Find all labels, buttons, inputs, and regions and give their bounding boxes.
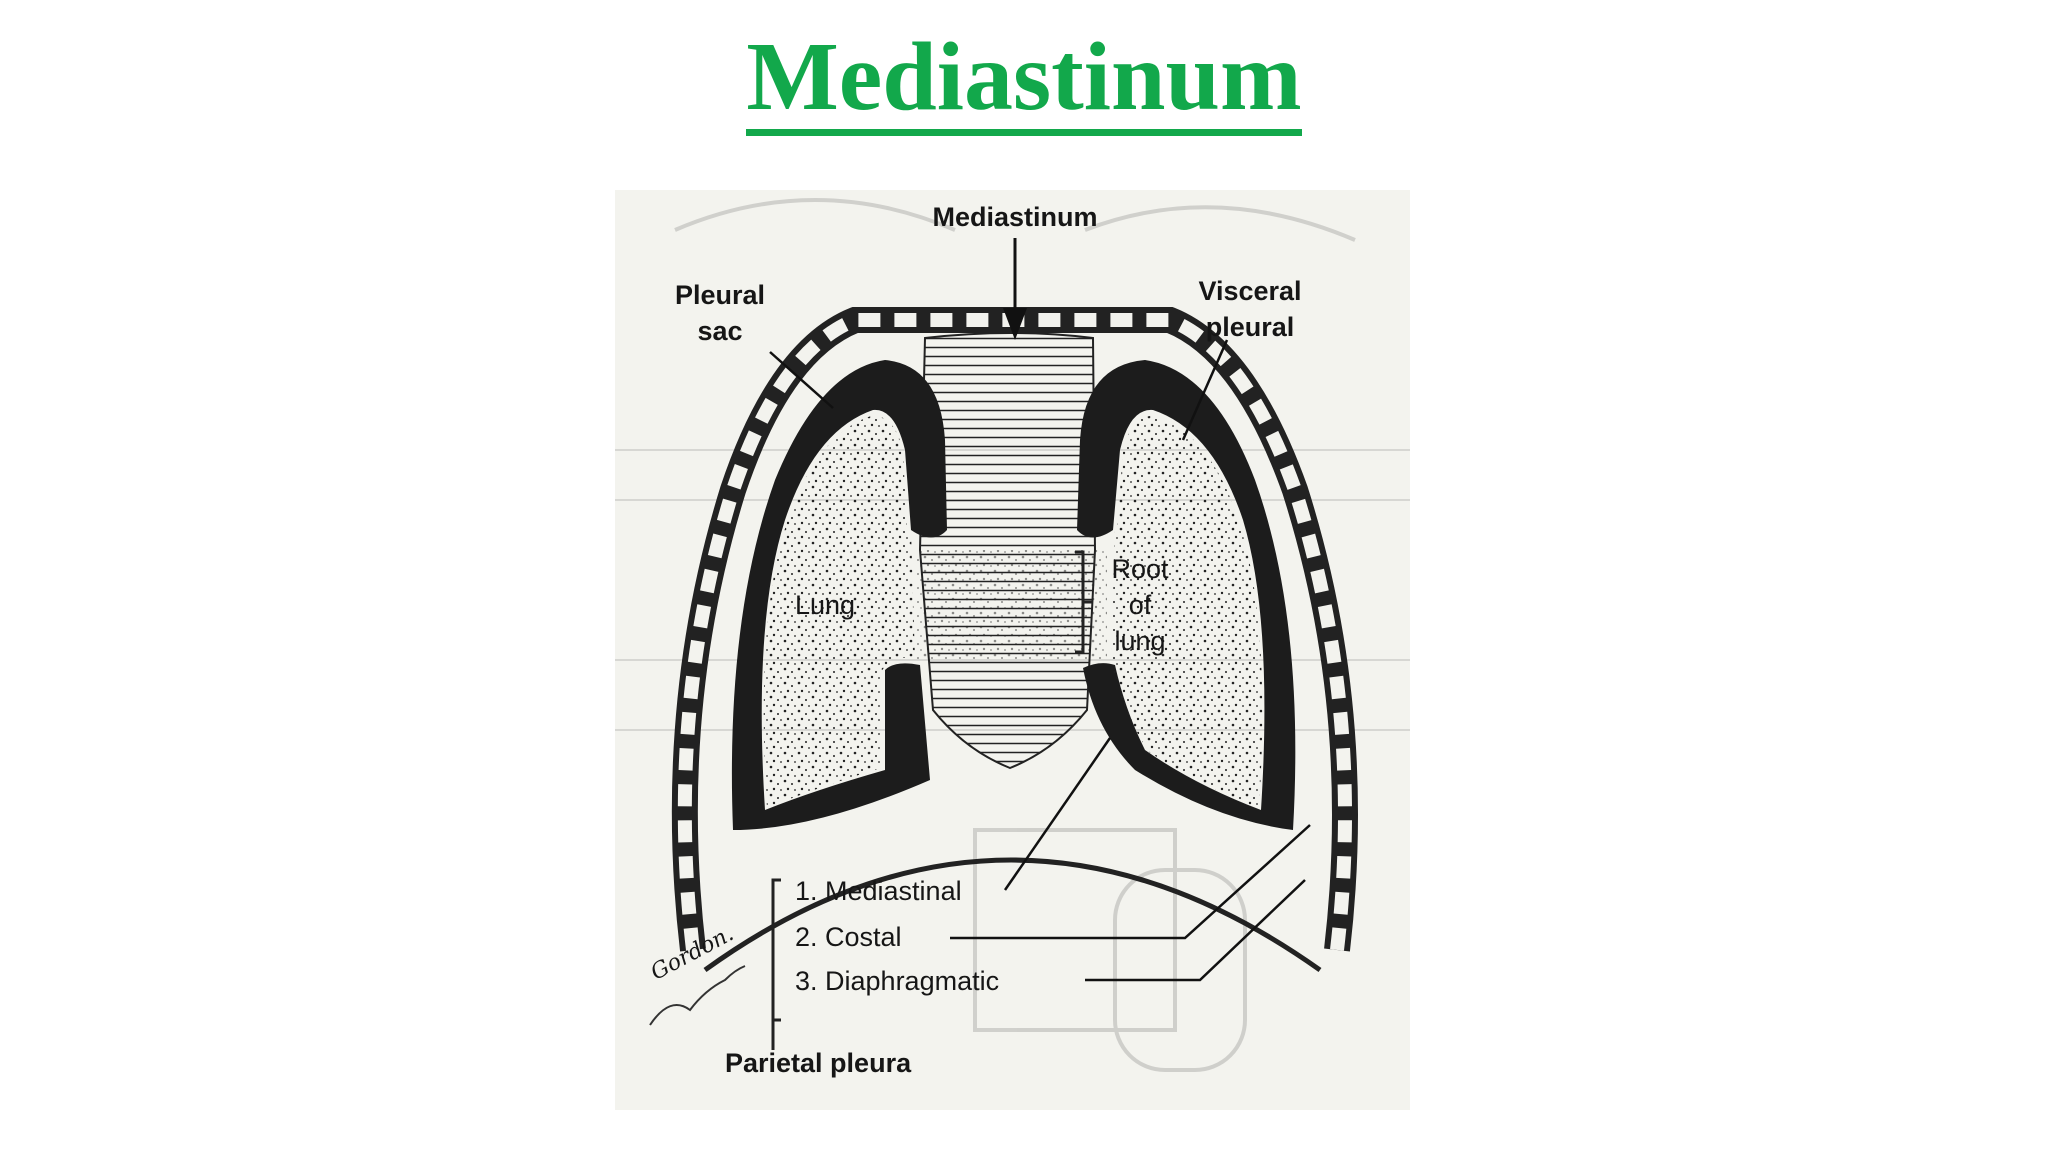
diagram-drawing (615, 198, 1410, 1072)
left-pleural-sac (731, 360, 947, 830)
root-bracket (1075, 550, 1093, 654)
root-of-lung-zone (917, 550, 1107, 660)
label-visceral-line1: Visceral (1198, 276, 1302, 306)
mediastinum-arrowhead (1003, 308, 1027, 340)
mediastinum-diagram: Mediastinum Pleural sac Visceral pleural… (615, 190, 1410, 1110)
right-pleural-sac (1077, 360, 1296, 830)
label-mediastinal: 1. Mediastinal (795, 876, 962, 906)
label-parietal-pleura: Parietal pleura (725, 1048, 912, 1078)
left-lung (763, 415, 915, 808)
label-visceral-line2: pleural (1205, 312, 1295, 342)
slide-title-text: Mediastinum (746, 25, 1302, 136)
label-lung: Lung (795, 590, 856, 620)
right-lung (1111, 415, 1263, 808)
label-root-line1: Root (1111, 554, 1169, 584)
signature-mark (649, 965, 746, 1026)
label-root-line3: lung (1114, 626, 1166, 656)
label-pleural-sac-line1: Pleural (674, 280, 766, 310)
label-root-line2: of (1128, 590, 1152, 620)
label-costal: 2. Costal (795, 922, 902, 952)
pleural-sac-pointer (769, 351, 834, 409)
label-diaphragmatic: 3. Diaphragmatic (795, 966, 1000, 996)
parietal-bracket (771, 878, 781, 1050)
diaphragmatic-pointer (1085, 879, 1306, 982)
visceral-pointer (1181, 339, 1229, 441)
costal-pointer (950, 824, 1311, 940)
label-mediastinum: Mediastinum (932, 202, 1098, 232)
label-pleural-sac-line2: sac (697, 316, 743, 346)
slide-title: Mediastinum (0, 22, 2048, 136)
diaphragm (703, 857, 1322, 973)
mediastinal-pointer (1003, 737, 1112, 891)
